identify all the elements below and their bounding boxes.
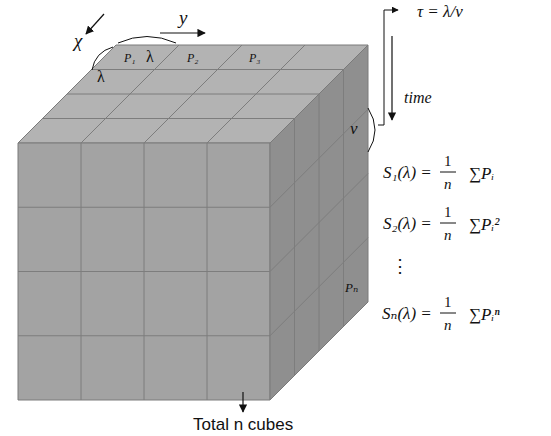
fraction-bar <box>440 172 456 173</box>
grid-line <box>270 174 368 272</box>
grid-line <box>18 271 270 272</box>
cell-label: P₁ <box>124 52 136 64</box>
velocity-label: v <box>350 120 358 137</box>
formula: 1 <box>444 154 452 169</box>
formula: n <box>444 177 452 192</box>
formula: τ = λ/v <box>417 3 463 20</box>
ellipsis: ⋮ <box>391 257 409 275</box>
grid-line <box>67 94 319 95</box>
formula: ∑Pᵢ <box>469 165 494 182</box>
formula: Sₙ(λ) = <box>382 305 432 322</box>
grid-line <box>207 45 305 143</box>
formula: 1 <box>444 295 452 310</box>
cell-label: P₂ <box>187 52 199 64</box>
dimension-label: λ <box>97 69 105 85</box>
cell-label: Pₙ <box>345 281 358 294</box>
dimension-label: λ <box>146 49 154 65</box>
v-bracket <box>368 108 375 152</box>
cell-label: P₃ <box>249 52 261 64</box>
axis-label: time <box>404 90 432 106</box>
grid-line <box>207 143 208 400</box>
formula: n <box>444 228 452 243</box>
fraction-bar <box>440 313 456 314</box>
formula: 1 <box>444 205 452 220</box>
fraction-bar <box>440 223 456 224</box>
lambda-arc <box>92 47 113 70</box>
grid-line <box>343 70 344 327</box>
formula: S₁(λ) = <box>383 164 432 181</box>
cube-front-face <box>18 143 270 400</box>
axis-label: χ <box>74 31 82 50</box>
formula: S₂(λ) = <box>383 215 432 232</box>
total-arrow <box>242 392 243 412</box>
formula: ∑Pᵢⁿ <box>469 306 500 323</box>
x-axis-arrow <box>86 14 104 34</box>
tau-leader <box>378 10 398 125</box>
cube-right-face <box>270 45 368 400</box>
y-axis-arrow <box>160 32 205 33</box>
cube-grid <box>18 45 368 400</box>
grid-line <box>270 238 368 336</box>
formula: n <box>444 318 452 333</box>
time-arrow <box>391 36 392 120</box>
axis-label: y <box>179 8 187 27</box>
grid-line <box>18 335 270 336</box>
formula: ∑Pᵢ² <box>469 216 499 233</box>
lambda-arc <box>118 37 176 44</box>
caption-label: Total n cubes <box>193 416 293 433</box>
grid-line <box>92 69 344 70</box>
